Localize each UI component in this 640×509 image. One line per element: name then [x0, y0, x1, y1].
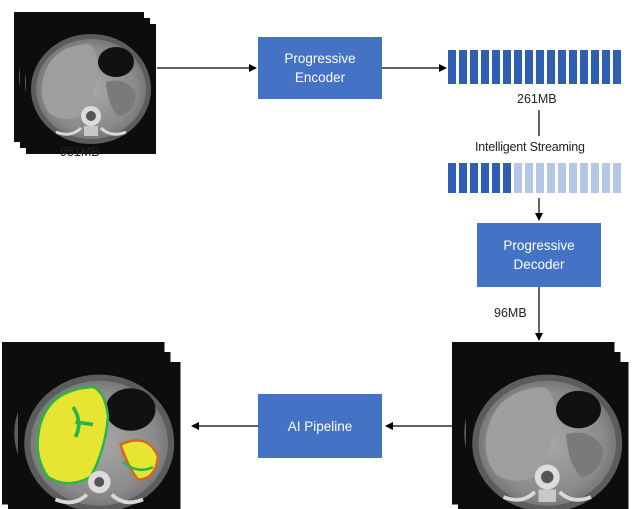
streaming-data-bars	[448, 163, 621, 193]
encoded-bar-4	[481, 50, 489, 84]
encoder-label-line1: Progressive	[284, 51, 356, 66]
decoder-label-line2: Decoder	[513, 257, 565, 272]
original-size-label: 951MB	[60, 145, 100, 159]
streaming-bar-12	[569, 163, 577, 193]
streaming-bar-5	[492, 163, 500, 193]
encoded-bar-8	[525, 50, 533, 84]
encoded-bar-6	[503, 50, 511, 84]
encoded-bar-15	[602, 50, 610, 84]
streaming-bar-2	[459, 163, 467, 193]
streaming-bar-14	[591, 163, 599, 193]
streaming-bar-11	[558, 163, 566, 193]
streaming-bar-15	[602, 163, 610, 193]
encoded-bar-13	[580, 50, 588, 84]
streaming-bar-13	[580, 163, 588, 193]
streaming-bar-10	[547, 163, 555, 193]
streaming-bar-7	[514, 163, 522, 193]
encoded-bar-7	[514, 50, 522, 84]
encoded-bar-10	[547, 50, 555, 84]
encoded-bar-2	[459, 50, 467, 84]
intelligent-streaming-label: Intelligent Streaming	[475, 140, 585, 154]
encoded-bar-12	[569, 50, 577, 84]
streaming-bar-1	[448, 163, 456, 193]
streaming-bar-9	[536, 163, 544, 193]
ai-pipeline-label: AI Pipeline	[287, 418, 353, 434]
encoded-bar-14	[591, 50, 599, 84]
encoded-bar-11	[558, 50, 566, 84]
streaming-bar-3	[470, 163, 478, 193]
encoded-data-bars	[448, 50, 621, 84]
encoded-bar-9	[536, 50, 544, 84]
streaming-bar-8	[525, 163, 533, 193]
progressive-encoder-box: Progressive Encoder	[258, 37, 382, 99]
decoder-label-line1: Progressive	[503, 238, 575, 253]
input-ct-scan-stack-icon	[12, 10, 158, 156]
segmented-ct-scan-stack-icon	[0, 340, 183, 509]
decoded-size-label: 96MB	[494, 306, 527, 320]
ai-pipeline-box: AI Pipeline	[258, 394, 382, 458]
progressive-decoder-box: Progressive Decoder	[477, 223, 601, 287]
encoded-size-label: 261MB	[517, 92, 557, 106]
streaming-bar-6	[503, 163, 511, 193]
encoded-bar-1	[448, 50, 456, 84]
encoder-label-line2: Encoder	[294, 70, 346, 85]
output-ct-scan-stack-icon	[450, 340, 631, 509]
streaming-bar-4	[481, 163, 489, 193]
streaming-bar-16	[613, 163, 621, 193]
encoded-bar-5	[492, 50, 500, 84]
encoded-bar-3	[470, 50, 478, 84]
encoded-bar-16	[613, 50, 621, 84]
